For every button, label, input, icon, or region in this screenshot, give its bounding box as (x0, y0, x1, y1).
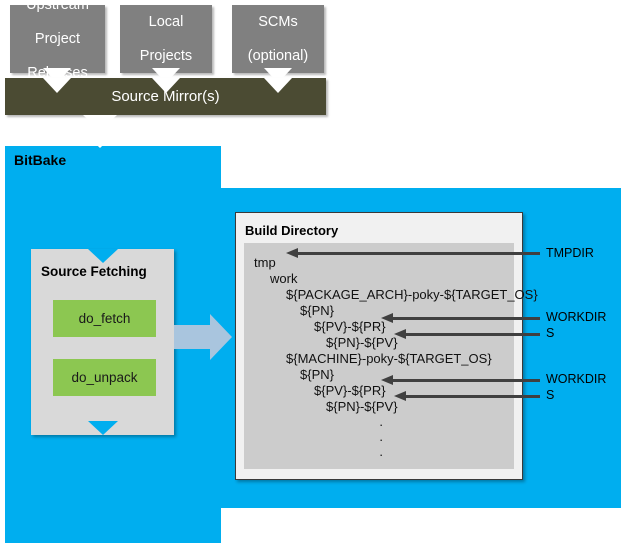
callout-shaft-s-2 (405, 395, 540, 398)
fetch-panel-output-notch-icon (88, 421, 118, 435)
callout-label-s-2: S (546, 388, 555, 402)
mirror-output-notch (83, 132, 117, 148)
mirror-bar-top-notch-0 (43, 78, 71, 93)
tree-ellipsis-dot-1: · (379, 432, 384, 447)
source-box-local: Local Projects (120, 5, 212, 73)
callout-arrowhead-s-1-icon (394, 329, 406, 339)
source-mirror-label: Source Mirror(s) (111, 88, 220, 105)
mirror-bar-top-notch-1 (152, 78, 180, 93)
task-label-do-unpack: do_unpack (71, 370, 138, 385)
source-box-local-line-1: Projects (139, 47, 193, 64)
tree-line-pn-pv-1: ${PN}-${PV} (326, 335, 398, 350)
task-box-do-fetch[interactable]: do_fetch (53, 300, 156, 337)
callout-shaft-s-1 (405, 333, 540, 336)
directory-tree-area: tmp work ${PACKAGE_ARCH}-poky-${TARGET_O… (244, 243, 538, 469)
callout-label-workdir-1: WORKDIR (546, 310, 607, 324)
callout-arrowhead-tmpdir-icon (286, 248, 298, 258)
tree-line-machine: ${MACHINE}-poky-${TARGET_OS} (286, 351, 492, 366)
build-directory-panel: Build Directory tmp work ${PACKAGE_ARCH}… (235, 212, 538, 480)
callout-label-tmpdir: TMPDIR (546, 246, 594, 260)
source-box-scms-line-1: (optional) (247, 47, 309, 64)
callout-arrowhead-workdir-1-icon (381, 313, 393, 323)
tree-line-pn-pv-2: ${PN}-${PV} (326, 399, 398, 414)
source-box-upstream-line-0: Upstream (26, 0, 89, 13)
callout-arrowhead-s-2-icon (394, 391, 406, 401)
mirror-bar-bottom-notch (83, 115, 117, 131)
tree-line-tmp: tmp (254, 255, 276, 270)
callout-label-workdir-2: WORKDIR (546, 372, 607, 386)
build-directory-title: Build Directory (245, 223, 339, 238)
tree-line-pv-pr-2: ${PV}-${PR} (314, 383, 386, 398)
source-fetching-title: Source Fetching (41, 264, 147, 279)
flow-arrow-head-icon (210, 314, 232, 360)
source-box-upstream: Upstream Project Releases (10, 0, 105, 81)
task-label-do-fetch: do_fetch (78, 311, 131, 326)
mirror-bar-top-notch-2 (264, 78, 292, 93)
source-box-local-line-0: Local (148, 13, 184, 30)
tree-line-pn-2: ${PN} (300, 367, 334, 382)
callout-label-s-1: S (546, 326, 555, 340)
tree-ellipsis-dot-2: · (379, 447, 384, 462)
source-fetching-panel: Source Fetching do_fetch do_unpack (31, 249, 174, 435)
tree-line-pv-pr-1: ${PV}-${PR} (314, 319, 386, 334)
source-box-scms-line-0: SCMs (258, 13, 298, 30)
flow-arrow-shaft (174, 325, 210, 349)
tree-line-pn-1: ${PN} (300, 303, 334, 318)
tree-line-work: work (270, 271, 298, 286)
callout-arrowhead-workdir-2-icon (381, 375, 393, 385)
fetch-panel-input-notch-icon (88, 249, 118, 263)
bitbake-label: BitBake (14, 152, 67, 168)
callout-shaft-workdir-1 (392, 317, 540, 320)
tree-ellipsis-dot-0: · (379, 417, 384, 432)
task-box-do-unpack[interactable]: do_unpack (53, 359, 156, 396)
callout-shaft-workdir-2 (392, 379, 540, 382)
source-box-scms: SCMs (optional) (232, 5, 324, 73)
tree-line-package-arch: ${PACKAGE_ARCH}-poky-${TARGET_OS} (286, 287, 538, 302)
source-box-upstream-line-1: Project (34, 30, 81, 47)
callout-shaft-tmpdir (297, 252, 540, 255)
